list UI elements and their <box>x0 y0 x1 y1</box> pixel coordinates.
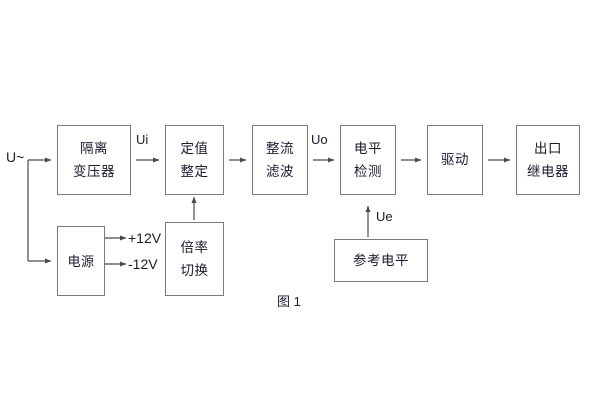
block-reference-level-label: 参考电平 <box>353 252 409 268</box>
block-rectify-filter-line1: 整流 <box>266 141 294 156</box>
signal-label-ue: Ue <box>376 209 393 224</box>
block-drive-label: 驱动 <box>441 152 469 168</box>
block-output-relay-line1: 出口 <box>534 141 562 156</box>
figure-caption: 图 1 <box>277 294 301 309</box>
block-setting-value-line2: 整定 <box>180 163 209 179</box>
block-isolation-transformer-line2: 变压器 <box>73 163 115 179</box>
block-level-detection-line1: 电平 <box>354 141 382 156</box>
block-output-relay[interactable]: 出口 继电器 <box>516 125 580 195</box>
block-power-supply[interactable]: 电源 <box>57 226 105 296</box>
block-setting-value[interactable]: 定值 整定 <box>165 125 224 195</box>
block-level-detection[interactable]: 电平 检测 <box>340 125 396 195</box>
signal-label-ui: Ui <box>136 132 149 147</box>
block-power-supply-label: 电源 <box>67 253 95 269</box>
rail-label-minus-12v: -12V <box>128 256 158 272</box>
block-output-relay-line2: 继电器 <box>527 163 569 179</box>
block-setting-value-line1: 定值 <box>180 141 209 156</box>
block-rectify-filter[interactable]: 整流 滤波 <box>252 125 308 195</box>
block-drive[interactable]: 驱动 <box>427 125 483 195</box>
block-isolation-transformer[interactable]: 隔离 变压器 <box>57 125 131 195</box>
block-rectify-filter-line2: 滤波 <box>266 163 294 179</box>
block-isolation-transformer-line1: 隔离 <box>80 141 108 156</box>
block-multiplier-switch-line2: 切换 <box>180 262 209 278</box>
block-reference-level[interactable]: 参考电平 <box>334 239 428 282</box>
input-label-u-ac: U~ <box>6 149 25 165</box>
block-multiplier-switch-line1: 倍率 <box>180 240 209 255</box>
block-multiplier-switch[interactable]: 倍率 切换 <box>165 222 224 296</box>
signal-label-uo: Uo <box>311 132 328 147</box>
block-level-detection-line2: 检测 <box>354 163 382 179</box>
rail-label-plus-12v: +12V <box>128 230 162 246</box>
